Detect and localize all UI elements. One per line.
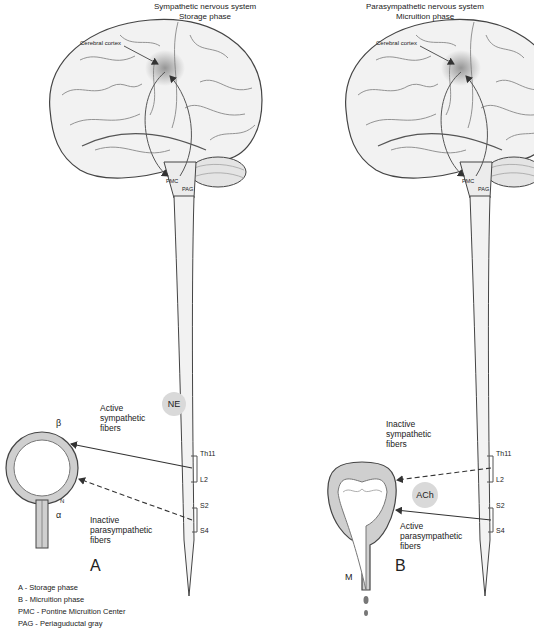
key-line: PAG - Periaguductal gray	[18, 620, 103, 629]
transmitter-circle: NE	[162, 392, 186, 416]
spinal-level: Th11	[496, 450, 511, 458]
transmitter-label: ACh	[416, 490, 434, 500]
receptor-label: α	[56, 510, 61, 520]
region-label: PAG	[182, 186, 193, 192]
region-label: PAG	[478, 186, 489, 192]
receptor-label: β	[56, 418, 61, 428]
bladder-contracted	[328, 462, 396, 616]
panel-letter: A	[90, 557, 101, 575]
receptor-label: N	[60, 498, 64, 505]
bladder-filled	[6, 432, 78, 548]
spinal-level: L2	[496, 476, 504, 484]
panel-subtitle: Micruition phase	[396, 12, 454, 21]
region-label: PMC	[462, 178, 474, 184]
spinal-level: Th11	[200, 450, 215, 458]
fiber-label: Active sympathetic fibers	[100, 404, 158, 433]
transmitter-label: NE	[168, 399, 181, 409]
panel-title: Parasympathetic nervous system	[366, 2, 484, 11]
spinal-level: S4	[200, 527, 209, 535]
region-label: Cerebral cortex	[80, 40, 121, 47]
key-line: PMC - Pontine Micruition Center	[18, 608, 126, 617]
spinal-level: S2	[200, 502, 209, 510]
fiber-label: Active parasympathetic fibers	[400, 522, 466, 551]
key-line: B - Micruition phase	[18, 596, 84, 605]
key-line: A - Storage phase	[18, 584, 78, 593]
panel-title: Sympathetic nervous system	[154, 2, 256, 11]
region-label: Cerebral cortex	[376, 40, 417, 47]
region-label: PMC	[166, 178, 178, 184]
spinal-level: S4	[496, 527, 505, 535]
spinal-level: S2	[496, 502, 505, 510]
panel-letter: B	[395, 557, 406, 575]
panel-subtitle: Storage phase	[179, 12, 231, 21]
spinal-level: L2	[200, 476, 208, 484]
transmitter-circle: ACh	[412, 482, 438, 508]
fiber-label: Inactive sympathetic fibers	[386, 420, 444, 449]
receptor-label: M	[345, 572, 353, 582]
nerve-fibers	[71, 444, 491, 520]
fiber-label: Inactive parasympathetic fibers	[90, 516, 156, 545]
